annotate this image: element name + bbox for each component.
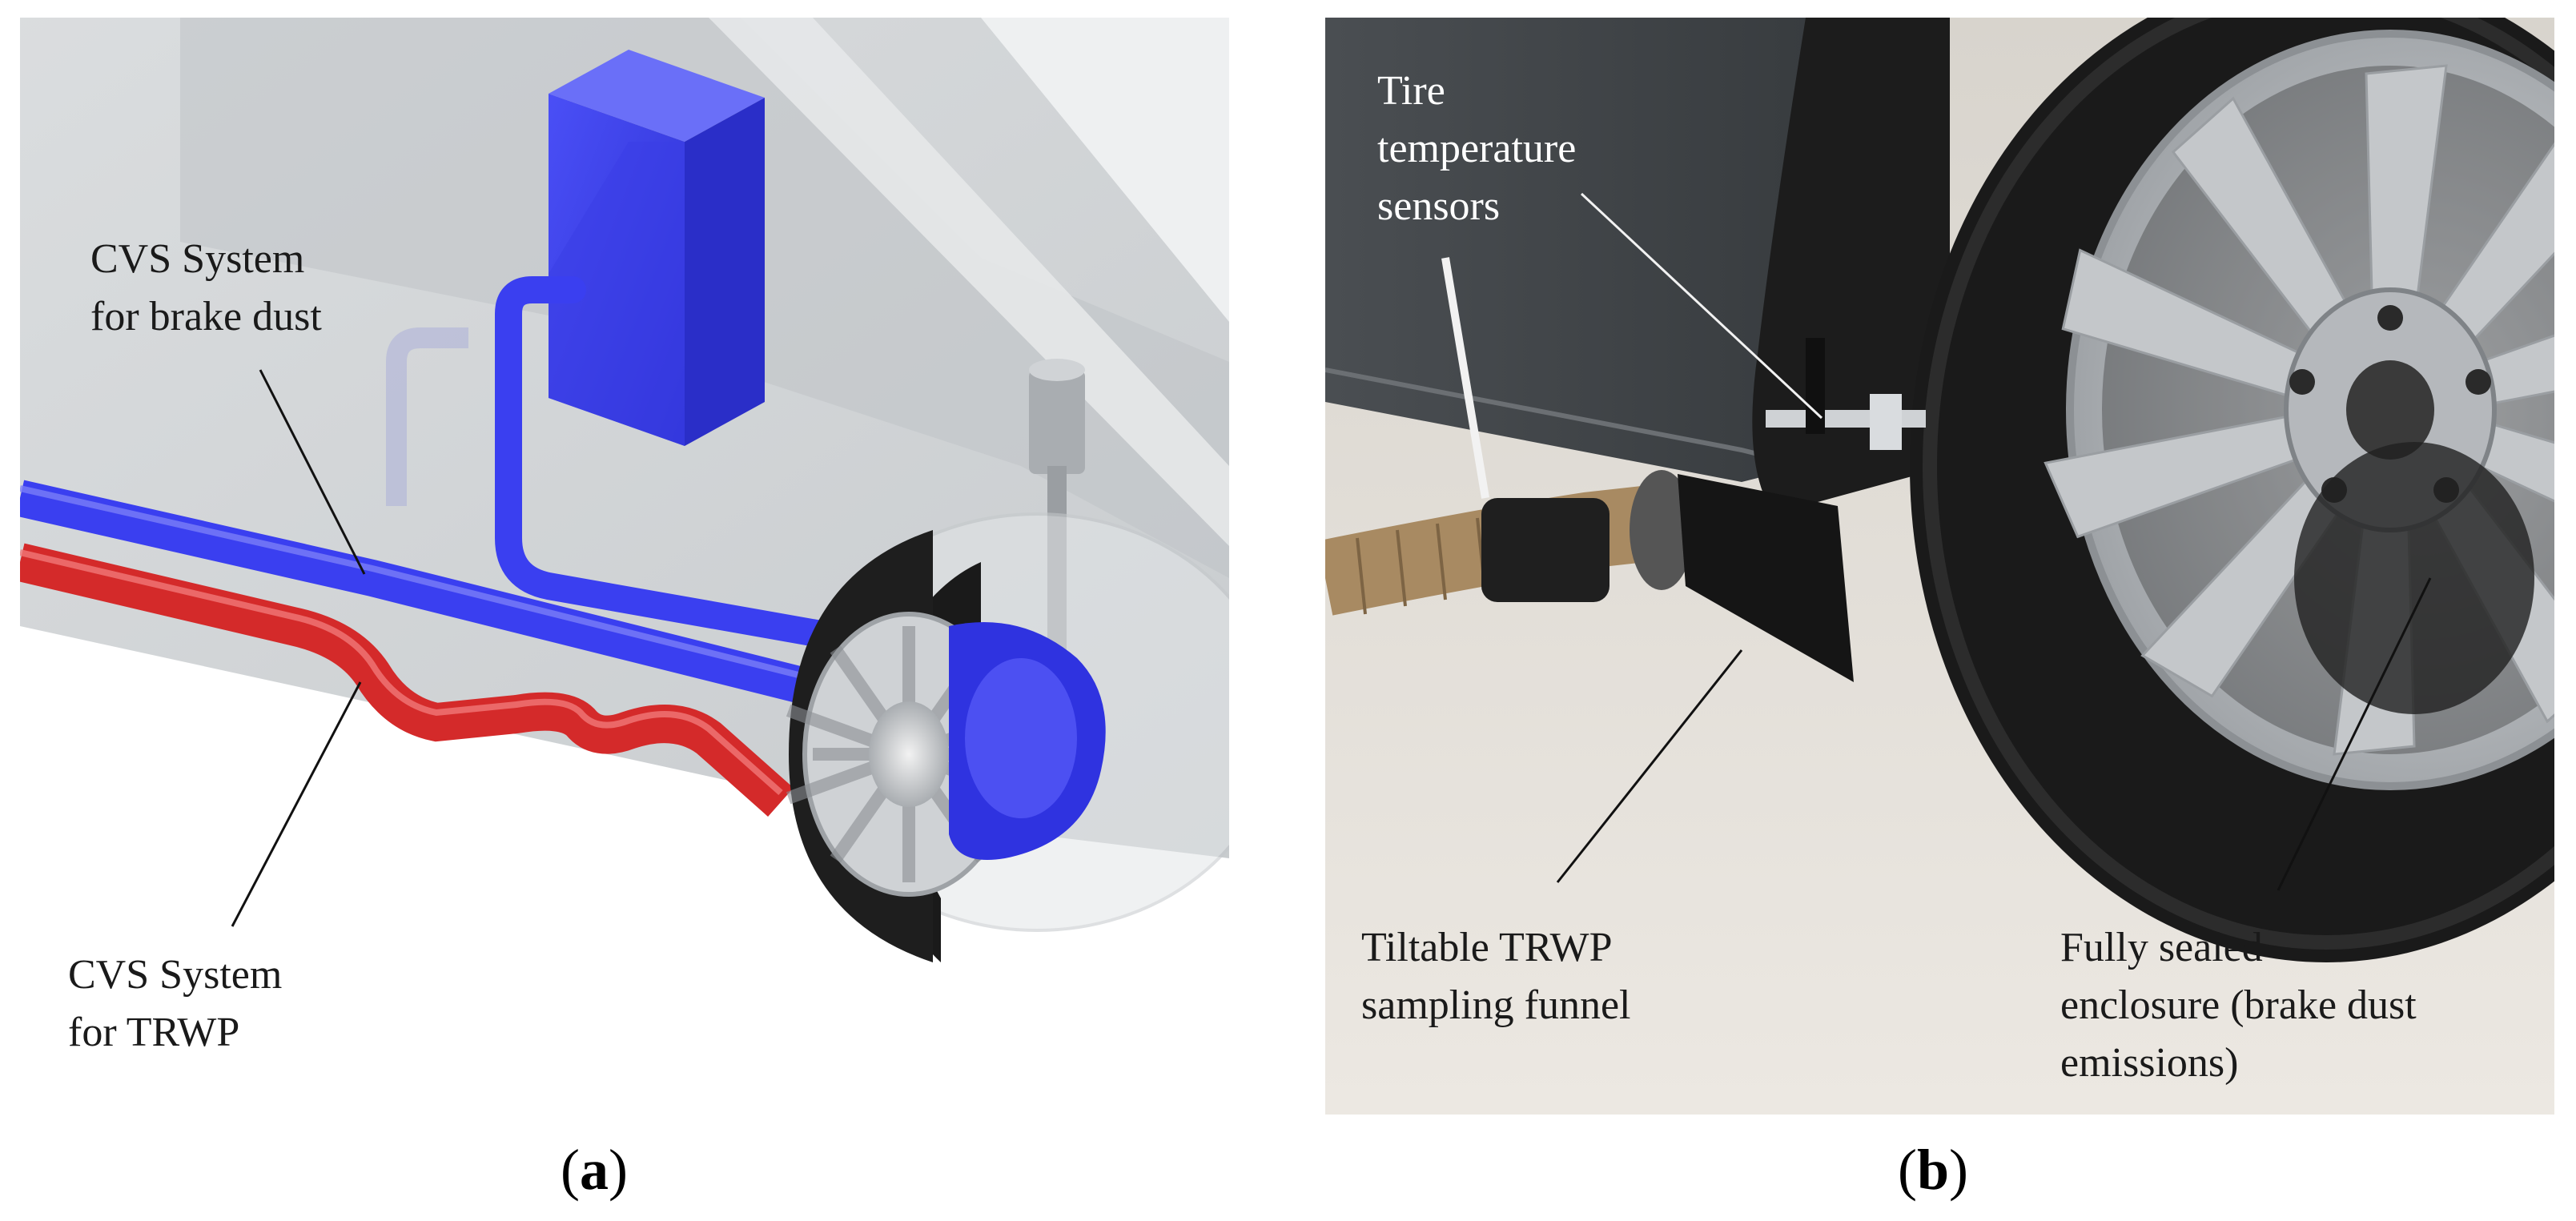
sealed-enclosure <box>2294 442 2534 714</box>
cad-illustration: CVS System for brake dust CVS System for… <box>20 18 1229 1058</box>
brake-box-side <box>685 98 765 446</box>
wheel-arch <box>1752 18 1950 514</box>
leader-sensors <box>1580 192 1823 420</box>
panel-b-photo: Tire temperature sensors Tiltable TRWP s… <box>1325 18 2554 1115</box>
callout-tire-sensors: Tire temperature sensors <box>1377 68 1586 229</box>
tube-white <box>1441 257 1489 499</box>
caption-a-open: ( <box>561 1138 580 1202</box>
hub <box>869 701 949 807</box>
caption-b-close: ) <box>1949 1138 1969 1202</box>
brake-duct-main <box>20 480 826 709</box>
caption-b-open: ( <box>1898 1138 1917 1202</box>
sampling-funnel <box>1678 474 1854 682</box>
brake-duct-highlight <box>20 485 822 684</box>
callout-brake-dust: CVS System for brake dust <box>90 236 322 339</box>
callout-sealed-enclosure: Fully sealed enclosure (brake dust emiss… <box>2060 925 2427 1086</box>
callout-trwp: CVS System for TRWP <box>68 952 292 1055</box>
leader-trwp <box>231 681 362 927</box>
leader-funnel <box>1556 649 1743 883</box>
funnel-ring <box>1630 470 1694 590</box>
sensor-head <box>1870 394 1902 450</box>
duct-clamp <box>1481 498 1609 602</box>
brake-duct-vertical <box>495 276 834 648</box>
window-area <box>981 18 1229 322</box>
leader-brake <box>259 369 366 575</box>
brake-box-shading <box>549 142 685 446</box>
brake-enclosure-face <box>965 658 1077 818</box>
caption-b: (b) <box>1898 1141 1968 1199</box>
panel-a-cad-render: CVS System for brake dust CVS System for… <box>20 18 1229 1058</box>
callout-sampling-funnel: Tiltable TRWP sampling funnel <box>1361 925 1631 1028</box>
sensor-mount <box>1806 338 1825 434</box>
strut-cap <box>1029 359 1085 381</box>
strut-top <box>1029 370 1085 474</box>
tire-tread <box>1923 18 2554 950</box>
structural-rail <box>709 18 1229 546</box>
ghost-duct <box>386 327 468 506</box>
trwp-duct <box>20 543 794 817</box>
caption-a-close: ) <box>608 1138 628 1202</box>
trwp-duct-highlight <box>20 549 783 795</box>
caption-a-letter: a <box>579 1138 609 1202</box>
caption-a: (a) <box>561 1141 628 1199</box>
caption-b-letter: b <box>1916 1138 1950 1202</box>
photo-illustration: Tire temperature sensors Tiltable TRWP s… <box>1325 18 2554 1115</box>
hub-center <box>2346 360 2434 460</box>
brake-box-top <box>549 50 765 142</box>
leader-enclosure <box>2277 577 2432 891</box>
